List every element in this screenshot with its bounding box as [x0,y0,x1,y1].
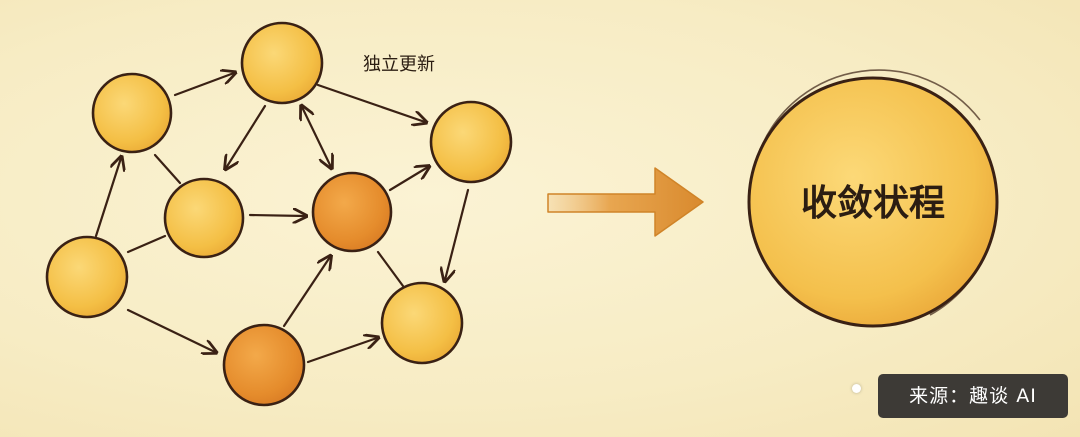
node-circle [311,171,393,253]
arrow-edge [126,308,215,352]
connector-line [126,234,167,254]
source-badge: 来源：趣谈 AI [878,374,1068,418]
connector-line [376,250,405,288]
arrow-edge [173,73,234,97]
node-circle [45,235,129,319]
nodes [45,21,513,407]
badge-dot [852,384,861,393]
independent-update-label: 独立更新 [363,54,435,75]
arrow-edge [226,104,267,168]
converged-state-label: 收敛状程 [801,183,945,224]
arrow-edge [302,107,331,167]
node-circle [240,21,324,105]
connector-line [153,153,182,185]
node-circle [380,281,464,365]
plain-connectors [126,153,405,288]
arrow-edges [94,73,470,364]
node-circle [163,177,245,259]
node-circle [429,100,513,184]
arrow-edge [94,158,121,238]
arrow-edge [388,167,428,192]
arrow-edge [248,215,305,216]
node-circle [222,323,306,407]
transition-arrow [547,167,704,237]
arrow-edge [316,83,425,122]
arrow-edge [282,257,330,328]
arrow-edge [445,188,470,280]
arrow-edge [306,338,377,364]
converged-state-circle [747,69,999,328]
node-circle [91,72,173,154]
